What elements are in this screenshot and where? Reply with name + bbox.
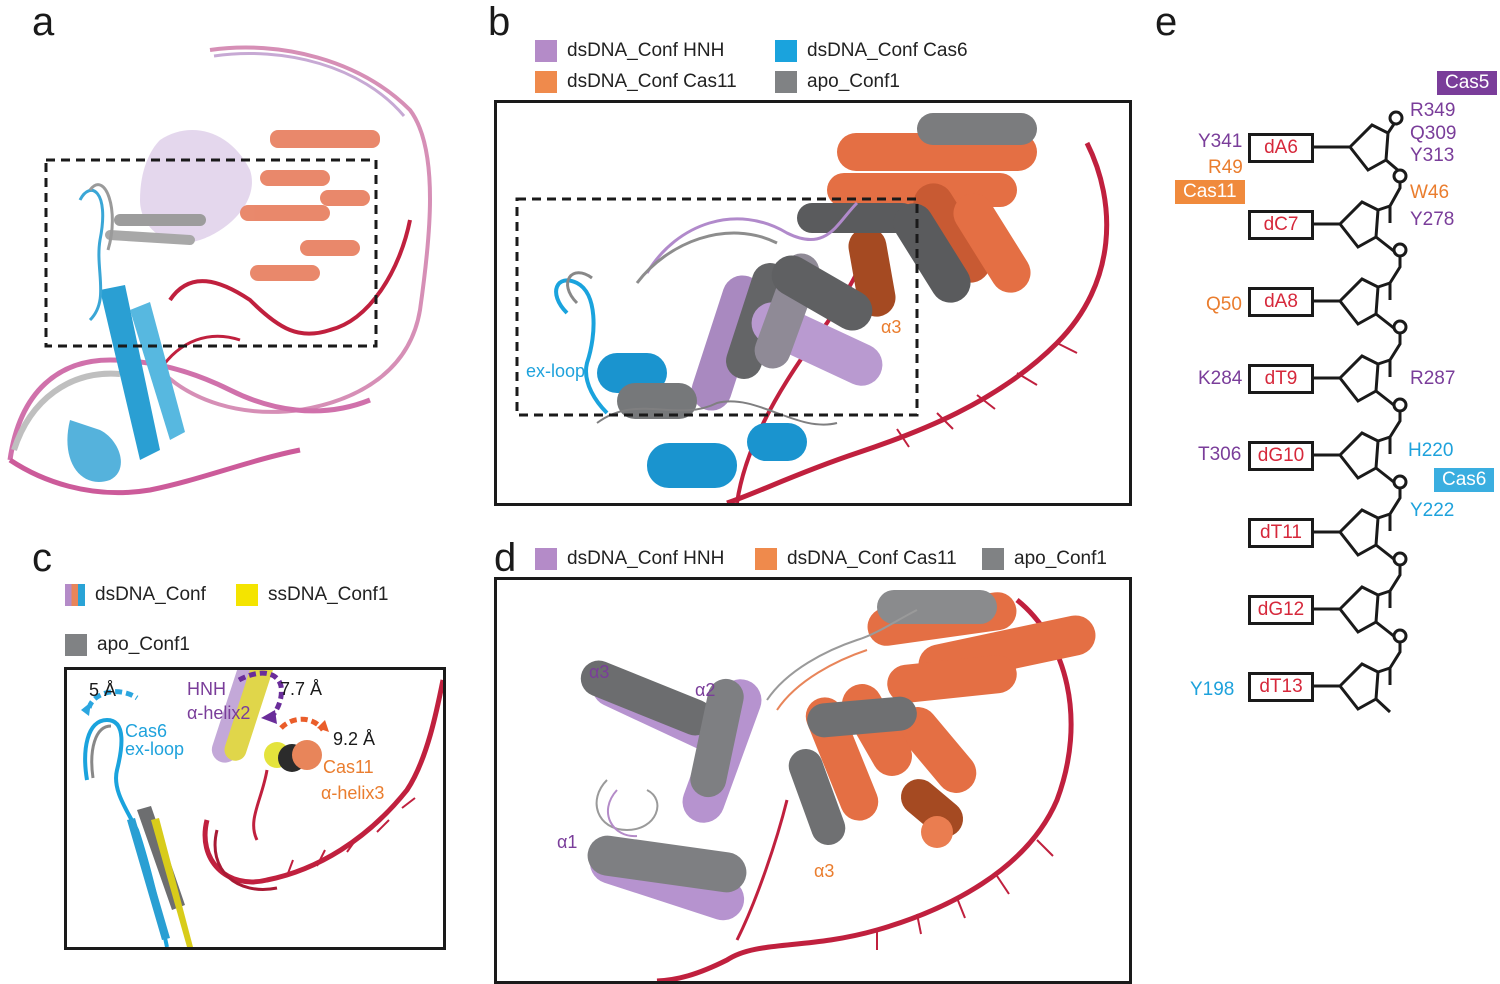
nucleotide-box: dT13 (1248, 672, 1314, 702)
legend-swatch (755, 548, 777, 570)
panel-c-exloop-label: ex-loop (125, 739, 185, 759)
nucleotide-box: dT11 (1248, 518, 1314, 548)
panel-c-legend-apo: apo_Conf1 (65, 634, 190, 656)
panel-d-legend-cas11: dsDNA_Conf Cas11 (755, 548, 957, 570)
nucleotide-box: dG10 (1248, 441, 1314, 471)
panel-d-structure-image (580, 590, 1096, 981)
legend-swatch (982, 548, 1004, 570)
nucleotide-box: dA6 (1248, 133, 1314, 163)
cas11-tag: Cas11 (1175, 180, 1245, 204)
residue-y222: Y222 (1410, 500, 1455, 521)
residue-y278: Y278 (1410, 209, 1455, 230)
panel-a-structure-image (7, 45, 432, 496)
panel-e-backbone-diagram (1310, 110, 1408, 714)
nucleotide-box: dA8 (1248, 287, 1314, 317)
legend-swatch (775, 40, 797, 62)
legend-text: apo_Conf1 (1014, 548, 1107, 569)
panel-c-legend-dsdna: dsDNA_Conf (65, 584, 206, 606)
panel-c-legend-ssdna: ssDNA_Conf1 (236, 584, 388, 606)
cas6-tag: Cas6 (1434, 468, 1495, 492)
panel-d-legend-hnh: dsDNA_Conf HNH (535, 548, 724, 570)
legend-text: dsDNA_Conf Cas11 (567, 71, 737, 92)
panel-c-dist-cas11: 9.2 Å (333, 729, 376, 749)
legend-swatch (236, 584, 258, 606)
panel-c-hnh-label: HNH (187, 679, 226, 699)
legend-swatch (535, 71, 557, 93)
legend-swatch (535, 40, 557, 62)
legend-text: apo_Conf1 (807, 71, 900, 92)
residue-r349: R349 (1410, 100, 1456, 121)
legend-text: dsDNA_Conf Cas11 (787, 548, 957, 569)
panel-b-legend-cas6: dsDNA_Conf Cas6 (775, 40, 968, 62)
legend-text: dsDNA_Conf (95, 584, 206, 605)
nucleotide-box: dC7 (1248, 210, 1314, 240)
residue-y313: Y313 (1410, 145, 1455, 166)
panel-d-alpha1: α1 (557, 832, 578, 852)
panel-b-label: b (488, 0, 511, 44)
legend-text: dsDNA_Conf HNH (567, 548, 725, 569)
panel-d-alpha3-right: α3 (814, 861, 835, 881)
legend-text: apo_Conf1 (97, 634, 190, 655)
residue-y198: Y198 (1190, 679, 1235, 700)
residue-y341: Y341 (1198, 131, 1243, 152)
residue-r49: R49 (1208, 157, 1243, 178)
residue-r287: R287 (1410, 368, 1456, 389)
panel-d-legend-apo: apo_Conf1 (982, 548, 1107, 570)
panel-b-legend-cas11: dsDNA_Conf Cas11 (535, 71, 737, 93)
panel-d-frame: α3 α2 α1 α3 (494, 577, 1132, 984)
panel-c-dist-cas6: 5 Å (89, 680, 117, 700)
panel-d-alpha2: α2 (695, 680, 716, 700)
panel-d-label: d (494, 536, 517, 580)
panel-b-frame: α3 ex-loop (494, 100, 1132, 506)
panel-b-alpha3-label: α3 (881, 317, 902, 337)
nucleotide-box: dG12 (1248, 595, 1314, 625)
panel-b-structure-image (515, 113, 1110, 503)
legend-text: dsDNA_Conf HNH (567, 40, 725, 61)
panel-c-ahelix3-label: α-helix3 (321, 783, 385, 803)
panel-b-exloop-label: ex-loop (526, 361, 586, 381)
panel-d-alpha3-left: α3 (589, 662, 610, 682)
panel-c-label: c (32, 536, 52, 580)
legend-swatch (775, 71, 797, 93)
legend-swatch (65, 584, 85, 606)
residue-h220: H220 (1408, 440, 1454, 461)
panel-c-cas6-label: Cas6 (125, 721, 168, 741)
residue-t306: T306 (1198, 444, 1242, 465)
panel-c-dist-hnh: 7.7 Å (280, 679, 323, 699)
panel-b-legend-apo: apo_Conf1 (775, 71, 900, 93)
residue-q309: Q309 (1410, 123, 1457, 144)
panel-b-legend-hnh: dsDNA_Conf HNH (535, 40, 724, 62)
residue-q50: Q50 (1206, 294, 1242, 315)
panel-c-cas11-label: Cas11 (323, 757, 374, 777)
nucleotide-box: dT9 (1248, 364, 1314, 394)
panel-c-ahelix2-label: α-helix2 (187, 703, 251, 723)
legend-text: dsDNA_Conf Cas6 (807, 40, 968, 61)
cas5-tag: Cas5 (1437, 71, 1498, 95)
legend-swatch (535, 548, 557, 570)
panel-c-structure-image (81, 670, 443, 947)
residue-w46: W46 (1410, 182, 1450, 203)
residue-k284: K284 (1198, 368, 1243, 389)
panel-c-frame: 5 Å Cas6 ex-loop HNH 7.7 Å α-helix2 9.2 … (64, 667, 446, 950)
legend-swatch (65, 634, 87, 656)
panel-a-label: a (32, 0, 55, 44)
legend-text: ssDNA_Conf1 (268, 584, 389, 605)
panel-e-label: e (1155, 0, 1178, 44)
